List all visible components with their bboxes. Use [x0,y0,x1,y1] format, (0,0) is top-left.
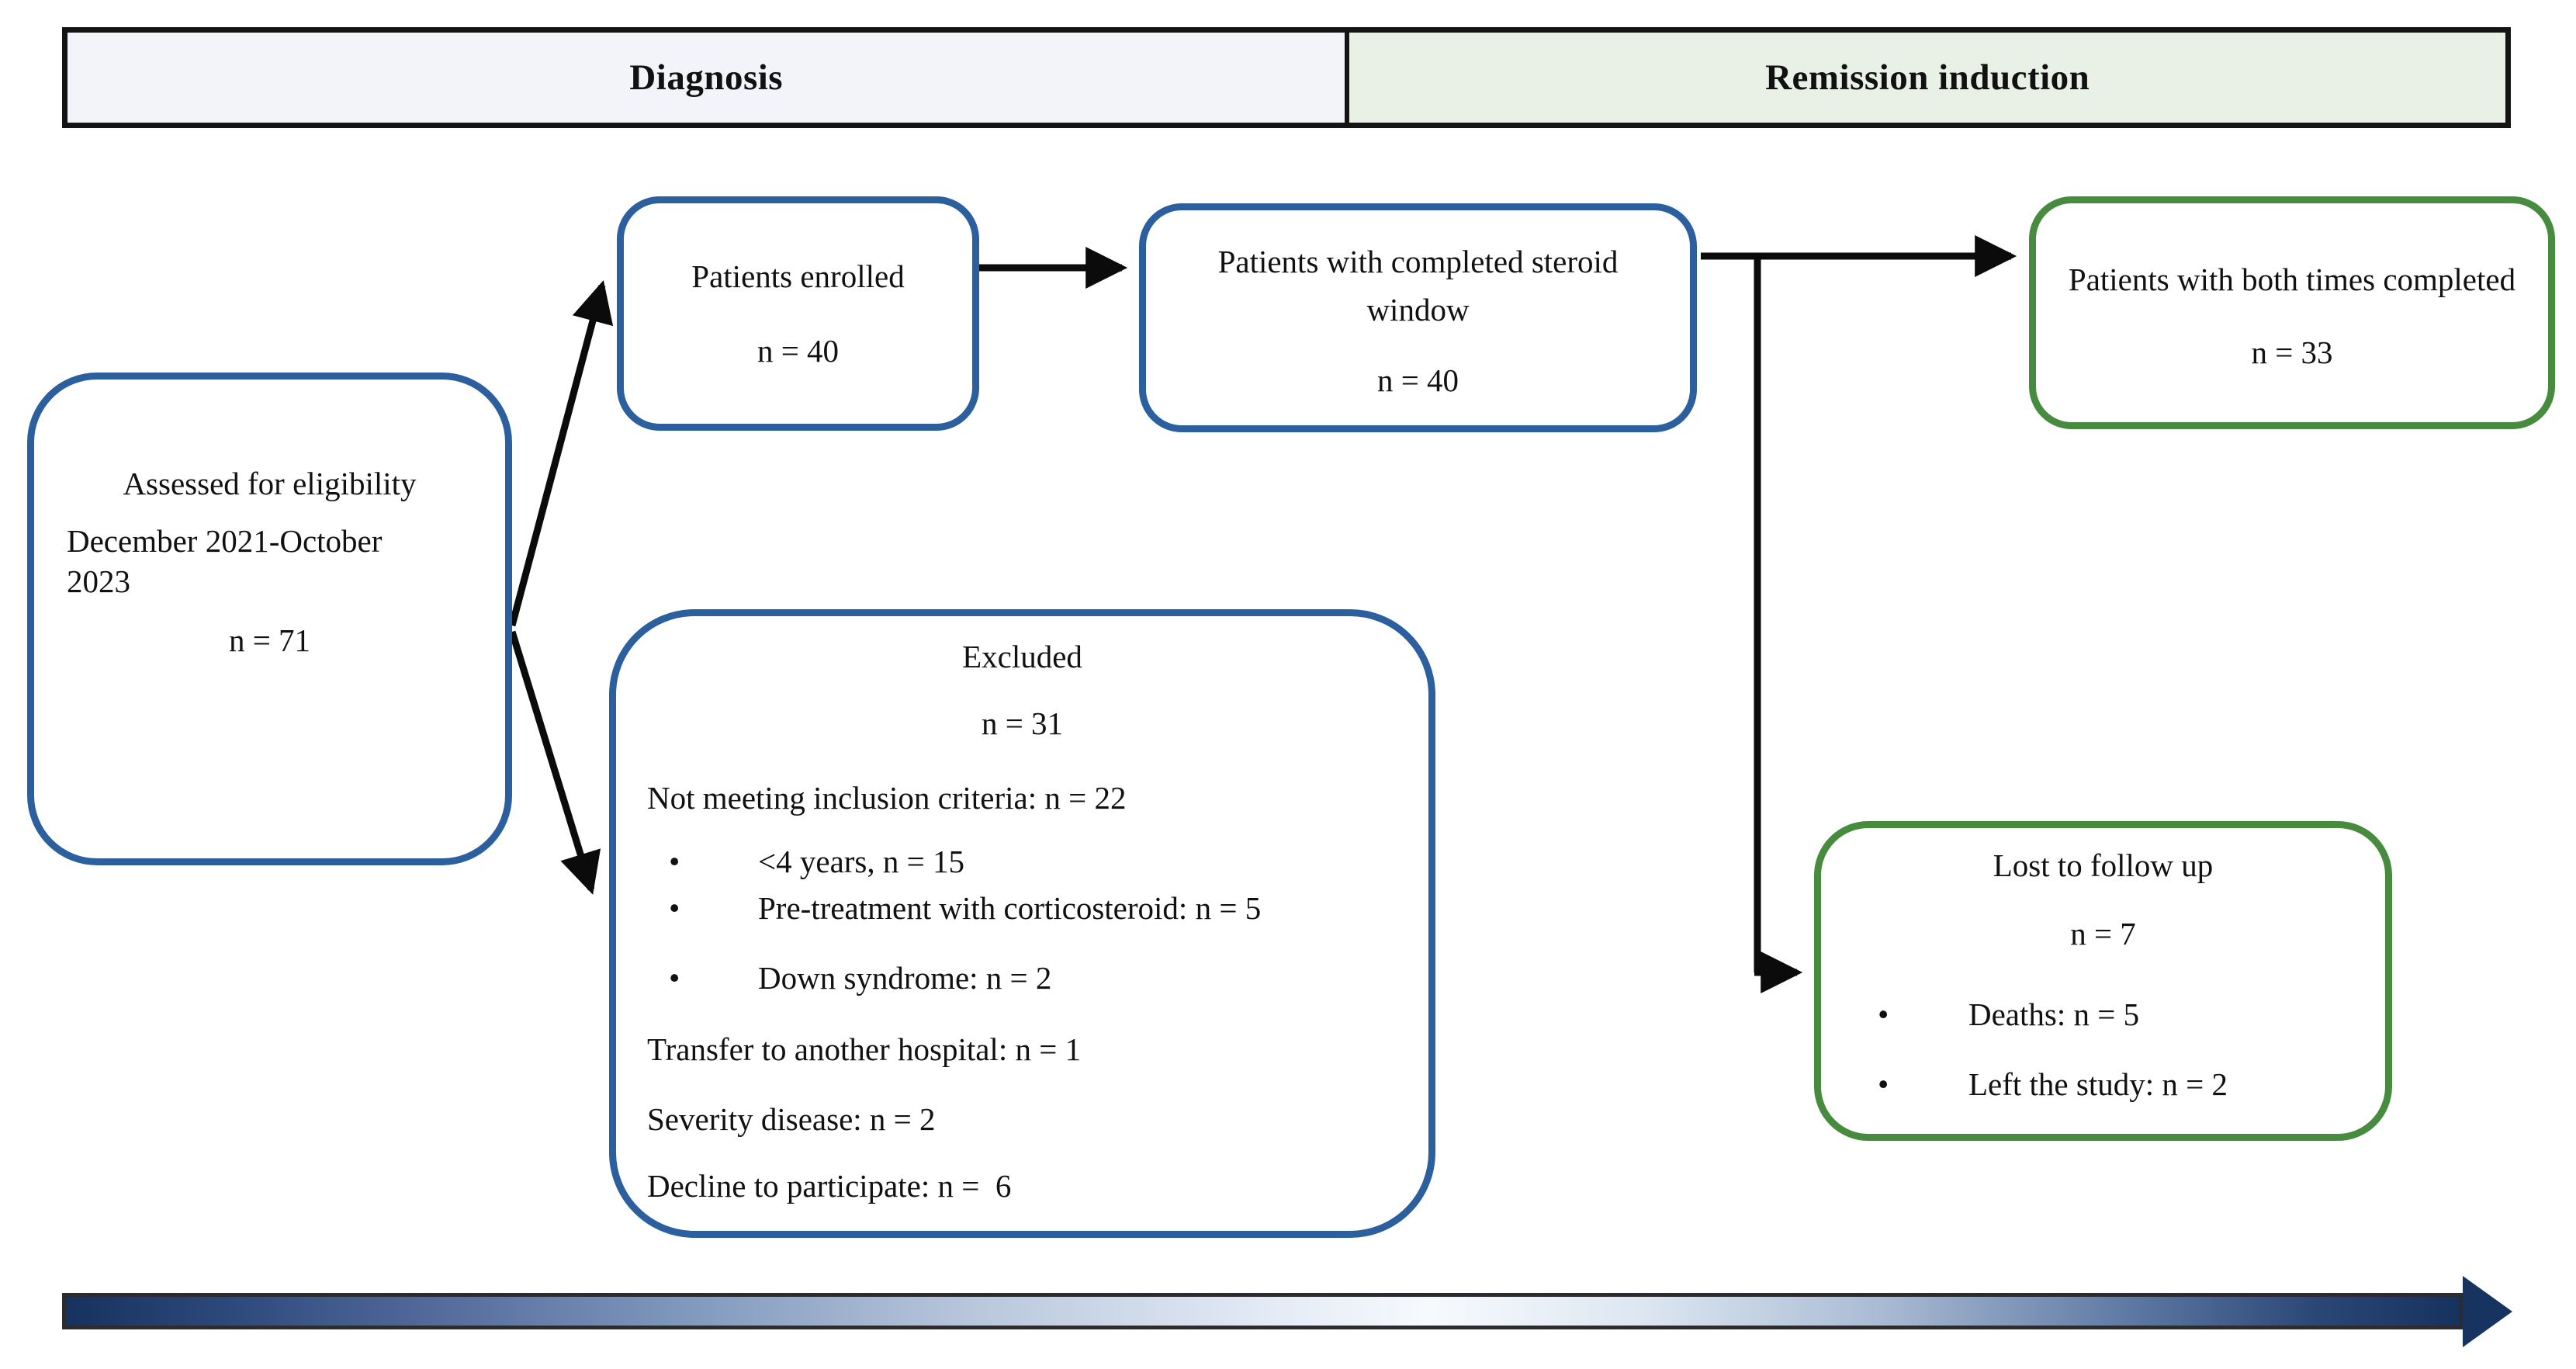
arrow-eligibility-to-enrolled [508,280,614,627]
eligibility-count: n = 71 [228,622,311,658]
excluded-title: Excluded [962,639,1082,674]
enrolled-title: Patients enrolled [691,258,905,294]
lost-bullet-deaths: Deaths: n = 5 [1968,996,2140,1032]
excluded-bullet-pretreatment: Pre-treatment with corticosteroid: n = 5 [758,890,1262,926]
excluded-severity: Severity disease: n = 2 [647,1101,936,1137]
excluded-bullet-under4: <4 years, n = 15 [758,844,964,879]
box-steroid-window: Patients with completed steroid window n… [1139,203,1697,432]
excluded-bullet-row: • Pre-treatment with corticosteroid: n =… [647,889,1397,927]
excluded-count: n = 31 [981,705,1064,741]
bullet-icon: • [669,960,680,996]
lost-bullet-row: • Left the study: n = 2 [1852,1066,2354,1103]
box-lost-to-follow-up: Lost to follow up n = 7 • Deaths: n = 5 … [1814,821,2392,1141]
both-times-title: Patients with both times completed [2068,262,2516,297]
box-patients-enrolled: Patients enrolled n = 40 [617,196,979,431]
arrow-eligibility-to-excluded [508,630,601,895]
excluded-bullet-down-syndrome: Down syndrome: n = 2 [758,960,1052,996]
box-both-times-completed: Patients with both times completed n = 3… [2029,196,2555,429]
bullet-icon: • [669,890,680,926]
timeline-arrowhead-icon [2463,1276,2512,1347]
timeline-gradient-bar [62,1293,2463,1329]
bullet-icon: • [1878,996,1889,1032]
enrolled-count: n = 40 [757,333,840,369]
box-excluded: Excluded n = 31 Not meeting inclusion cr… [609,609,1435,1238]
phase-remission-induction: Remission induction [1345,33,2505,123]
bullet-icon: • [669,844,680,879]
lost-title: Lost to follow up [1993,847,2214,883]
phase-diagnosis: Diagnosis [68,33,1345,123]
excluded-not-meeting: Not meeting inclusion criteria: n = 22 [647,780,1127,816]
excluded-bullet-row: • <4 years, n = 15 [647,843,1397,880]
eligibility-period: December 2021-October 2023 [67,523,383,599]
lost-bullet-left-study: Left the study: n = 2 [1968,1066,2228,1102]
excluded-bullet-row: • Down syndrome: n = 2 [647,959,1397,996]
phase-header: Diagnosis Remission induction [62,27,2511,128]
eligibility-title: Assessed for eligibility [123,466,417,501]
lost-bullet-row: • Deaths: n = 5 [1852,996,2354,1033]
both-times-count: n = 33 [2251,334,2333,370]
steroid-window-count: n = 40 [1376,362,1459,398]
excluded-decline: Decline to participate: n = 6 [647,1168,1012,1204]
box-assessed-eligibility: Assessed for eligibility December 2021-O… [27,373,512,865]
steroid-window-title: Patients with completed steroid window [1217,243,1619,328]
bullet-icon: • [1878,1066,1889,1102]
lost-count: n = 7 [2070,916,2136,951]
excluded-transfer: Transfer to another hospital: n = 1 [647,1031,1082,1067]
